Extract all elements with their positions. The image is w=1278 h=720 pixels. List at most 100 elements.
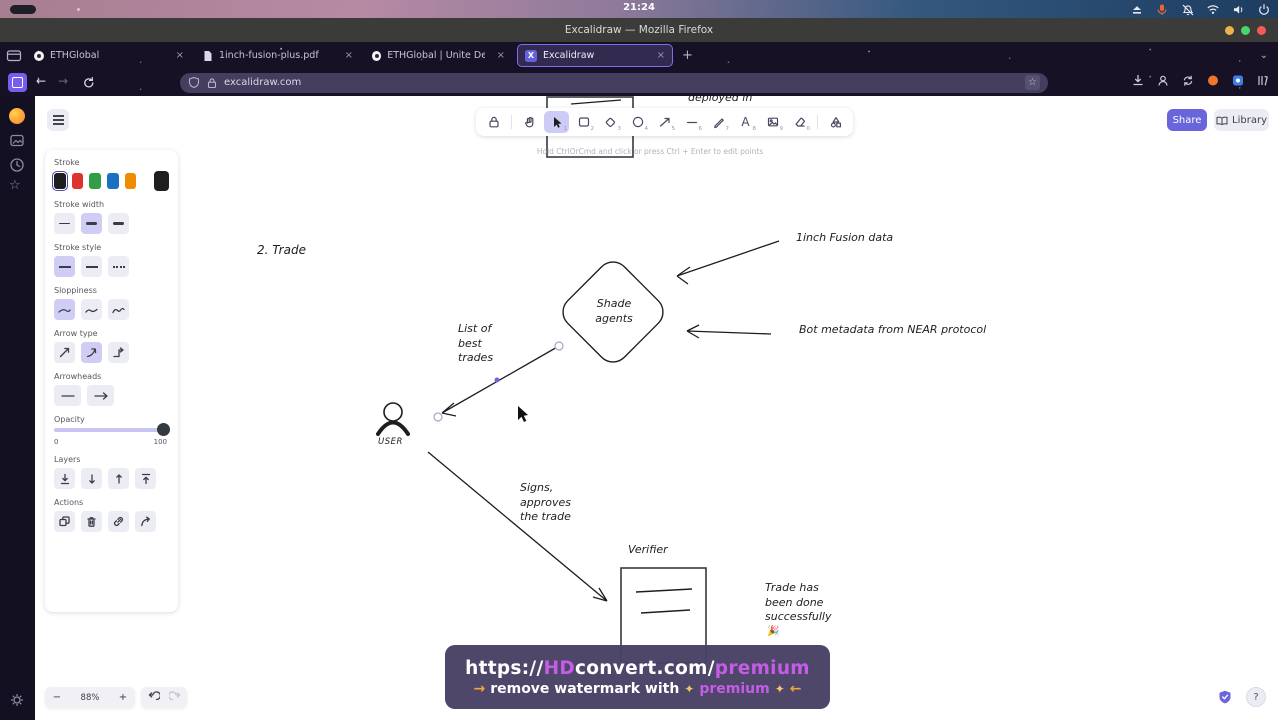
stroke-style-dashed[interactable] bbox=[81, 256, 102, 277]
selection-tool[interactable]: 1 bbox=[544, 111, 569, 133]
forward-button[interactable]: → bbox=[58, 74, 69, 88]
maximize-button[interactable] bbox=[1241, 25, 1250, 35]
close-window-button[interactable] bbox=[1257, 25, 1266, 35]
line-tool[interactable]: 6 bbox=[686, 121, 702, 132]
arrow-type-curved[interactable] bbox=[81, 342, 102, 363]
image-tool[interactable]: 9 bbox=[760, 111, 785, 133]
url-bar[interactable]: excalidraw.com ☆ bbox=[180, 72, 1048, 93]
eraser-tool[interactable]: 0 bbox=[787, 111, 812, 133]
stroke-width-extrabold[interactable] bbox=[108, 213, 129, 234]
label-list-best-trades[interactable]: List of best trades bbox=[458, 322, 494, 365]
zoom-value[interactable]: 88% bbox=[80, 692, 100, 703]
ellipse-tool[interactable]: 4 bbox=[625, 111, 650, 133]
stroke-width-bold[interactable] bbox=[81, 213, 102, 234]
tab-excalidraw-active[interactable]: X Excalidraw × bbox=[517, 44, 673, 67]
wifi-icon[interactable] bbox=[1206, 3, 1220, 15]
shield-icon[interactable] bbox=[188, 76, 200, 89]
send-backward-button[interactable] bbox=[81, 468, 102, 489]
draw-tool[interactable]: 7 bbox=[706, 111, 731, 133]
link-button[interactable] bbox=[108, 511, 129, 532]
tab-close-button[interactable]: × bbox=[656, 50, 665, 61]
stroke-color-blue[interactable] bbox=[107, 173, 119, 189]
activities-pill[interactable] bbox=[10, 5, 36, 14]
tab-close-button[interactable]: × bbox=[344, 50, 353, 61]
arrow-type-elbow[interactable] bbox=[108, 342, 129, 363]
share-button[interactable]: Share bbox=[1167, 109, 1207, 131]
zoom-out-button[interactable]: − bbox=[52, 692, 62, 703]
label-step-trade[interactable]: 2. Trade bbox=[257, 243, 306, 257]
opacity-slider-knob[interactable] bbox=[157, 423, 170, 436]
label-shade-agents[interactable]: Shade agents bbox=[595, 297, 633, 325]
bring-to-front-button[interactable] bbox=[135, 468, 156, 489]
notifications-off-icon[interactable] bbox=[1181, 3, 1194, 16]
tab-close-button[interactable]: × bbox=[175, 50, 184, 61]
label-user[interactable]: USER bbox=[378, 437, 403, 447]
party-popper-emoji[interactable]: 🎉 bbox=[767, 626, 780, 637]
opacity-slider[interactable] bbox=[54, 423, 170, 436]
sloppiness-architect[interactable] bbox=[54, 299, 75, 320]
help-button[interactable]: ? bbox=[1246, 687, 1266, 707]
bookmark-star-icon[interactable]: ☆ bbox=[1025, 75, 1040, 90]
desktop-clock[interactable]: 21:24 bbox=[623, 2, 655, 13]
stroke-color-green[interactable] bbox=[89, 173, 102, 189]
hand-tool[interactable] bbox=[517, 111, 542, 133]
back-button[interactable]: ← bbox=[36, 74, 47, 88]
eject-icon[interactable] bbox=[1131, 3, 1143, 16]
label-fusion-data[interactable]: 1inch Fusion data bbox=[796, 231, 894, 244]
label-bot-metadata[interactable]: Bot metadata from NEAR protocol bbox=[799, 323, 987, 336]
arrowhead-end-select[interactable] bbox=[87, 385, 114, 406]
power-icon[interactable] bbox=[1257, 3, 1270, 16]
url-text[interactable]: excalidraw.com bbox=[224, 77, 302, 88]
sync-icon[interactable] bbox=[1181, 74, 1195, 87]
new-tab-button[interactable]: + bbox=[682, 48, 693, 63]
sloppiness-artist[interactable] bbox=[81, 299, 102, 320]
history-clock-icon[interactable] bbox=[9, 157, 25, 173]
arrow-tool[interactable]: 5 bbox=[652, 111, 677, 133]
microphone-icon[interactable] bbox=[1155, 3, 1169, 16]
extension-orange-icon[interactable] bbox=[1206, 74, 1220, 87]
hdconvert-watermark[interactable]: https://HDconvert.com/premium → remove w… bbox=[445, 645, 830, 709]
label-trade-done[interactable]: Trade has been done successfully bbox=[765, 581, 832, 624]
more-tools-button[interactable] bbox=[823, 111, 848, 133]
extension-blue-icon[interactable] bbox=[1231, 74, 1245, 87]
minimize-button[interactable] bbox=[1225, 25, 1234, 35]
stroke-style-dotted[interactable] bbox=[108, 256, 129, 277]
sloppiness-cartoonist[interactable] bbox=[108, 299, 129, 320]
duplicate-button[interactable] bbox=[54, 511, 75, 532]
stroke-color-red[interactable] bbox=[71, 173, 84, 189]
library-button[interactable]: Library bbox=[1214, 109, 1269, 131]
redo-button[interactable] bbox=[168, 691, 183, 704]
volume-icon[interactable] bbox=[1232, 3, 1245, 16]
lock-icon[interactable] bbox=[206, 77, 218, 89]
label-signs-approves[interactable]: Signs, approves the trade bbox=[520, 481, 571, 524]
stroke-color-black[interactable] bbox=[52, 171, 68, 191]
excalidraw-canvas[interactable] bbox=[35, 96, 1278, 720]
stroke-color-orange[interactable] bbox=[124, 173, 137, 189]
stroke-width-thin[interactable] bbox=[54, 213, 75, 234]
firefox-view-icon[interactable] bbox=[6, 48, 22, 63]
account-icon[interactable] bbox=[1156, 74, 1170, 87]
stroke-style-solid[interactable] bbox=[54, 256, 75, 277]
arrowhead-start-select[interactable] bbox=[54, 385, 81, 406]
reload-button[interactable] bbox=[82, 76, 95, 89]
current-stroke-color[interactable] bbox=[154, 171, 170, 191]
sidebar-toggle-button[interactable] bbox=[8, 73, 27, 92]
delete-button[interactable] bbox=[81, 511, 102, 532]
firefox-logo-icon[interactable] bbox=[9, 108, 25, 124]
edit-line-button[interactable] bbox=[135, 511, 156, 532]
tab-close-button[interactable]: × bbox=[496, 50, 505, 61]
main-menu-button[interactable] bbox=[47, 109, 69, 131]
send-to-back-button[interactable] bbox=[54, 468, 75, 489]
settings-gear-icon[interactable] bbox=[9, 692, 25, 708]
tab-ethglobal[interactable]: ETHGlobal × bbox=[27, 45, 191, 66]
download-icon[interactable] bbox=[1131, 74, 1145, 87]
library-panel-icon[interactable] bbox=[1256, 74, 1270, 87]
undo-button[interactable] bbox=[146, 691, 160, 704]
tab-1inch-pdf[interactable]: 1inch-fusion-plus.pdf × bbox=[196, 45, 360, 66]
watermark-url[interactable]: https://HDconvert.com/premium bbox=[465, 658, 810, 679]
diamond-tool[interactable]: 3 bbox=[598, 111, 623, 133]
zoom-in-button[interactable]: + bbox=[118, 692, 128, 703]
tab-ethglobal-unite-defi[interactable]: ETHGlobal | Unite Defi × bbox=[365, 45, 512, 66]
rectangle-tool[interactable]: 2 bbox=[571, 111, 596, 133]
